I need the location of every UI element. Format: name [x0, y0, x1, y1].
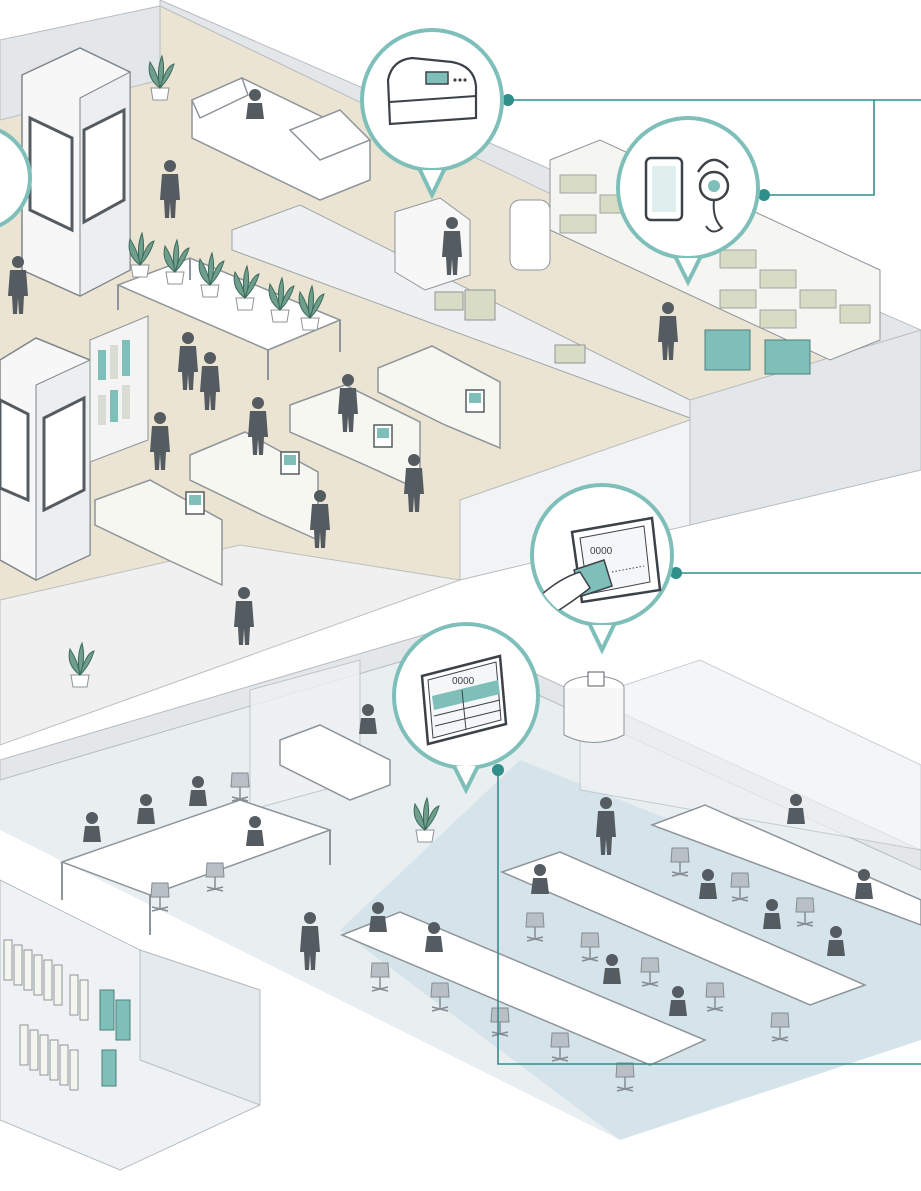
digital-signage-icon: 0000: [420, 654, 508, 746]
display-pillar: [21, 47, 131, 297]
connector-dots: [492, 94, 770, 776]
callout-receipt-printer[interactable]: [360, 28, 504, 200]
sofa: [191, 76, 372, 201]
callout-card-reader[interactable]: 0000: [530, 483, 674, 655]
card-reader-digits: 0000: [590, 546, 613, 557]
callout-digital-signage[interactable]: 0000: [392, 622, 540, 795]
signage-digits: 0000: [452, 676, 475, 687]
callout-pillar-display[interactable]: [0, 126, 32, 230]
reception-desk: [563, 671, 625, 743]
merchandise-wall: [89, 315, 149, 463]
chair: [205, 862, 225, 892]
headset-icon: [696, 158, 730, 233]
card-reader-icon: 0000: [538, 516, 662, 613]
display-pillar: [0, 337, 91, 581]
lounge-sofa: [279, 724, 391, 801]
office-desks: [59, 799, 333, 935]
connector-lines: [497, 99, 921, 1065]
apparel-rack: [0, 879, 261, 1171]
callout-tablet-headset[interactable]: [616, 116, 760, 287]
receipt-printer-icon: [386, 56, 478, 126]
plant-table: [115, 232, 342, 380]
chair: [150, 882, 170, 912]
chair: [230, 772, 250, 802]
tablet-icon: [644, 156, 684, 222]
self-checkout-lanes: [94, 345, 501, 587]
